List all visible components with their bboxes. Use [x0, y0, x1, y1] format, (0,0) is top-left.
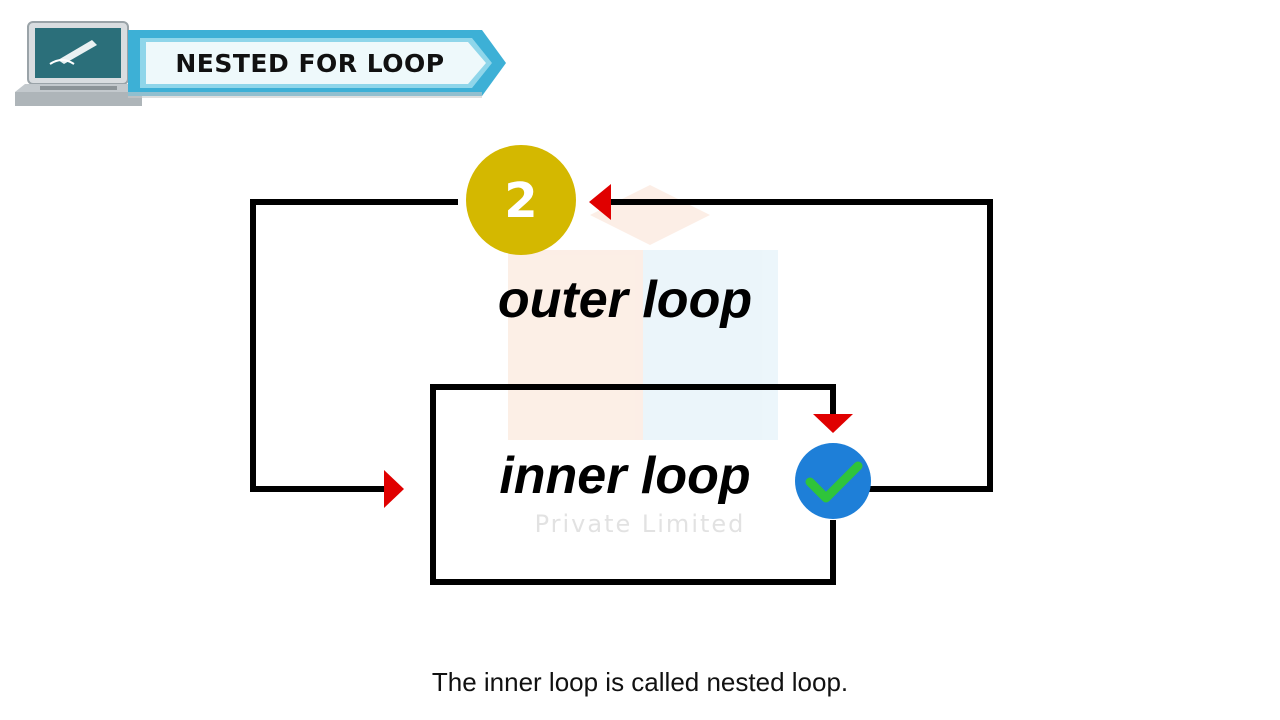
check-mark	[805, 461, 863, 503]
watermark-book-left	[508, 250, 643, 440]
check-circle	[795, 443, 871, 519]
pencil-icon	[58, 40, 97, 64]
watermark-subtitle: Private Limited	[534, 510, 746, 538]
inner-loop-box	[430, 384, 836, 585]
check-icon	[795, 443, 871, 519]
page-title: NESTED FOR LOOP	[175, 48, 445, 78]
title-banner	[128, 30, 506, 98]
laptop-icon	[15, 21, 142, 106]
watermark-logo	[508, 185, 778, 440]
inner-loop-label: inner loop	[499, 447, 751, 505]
outer-loop-right-line	[605, 199, 993, 492]
watermark-book-right	[643, 250, 778, 440]
outer-loop-label: outer loop	[497, 271, 753, 329]
banner-shadow	[128, 92, 482, 98]
laptop-keyboard	[40, 86, 117, 90]
outer-loop-left-line	[250, 199, 458, 492]
counter-value: 2	[504, 173, 538, 229]
caption-text: The inner loop is called nested loop.	[431, 667, 849, 697]
banner-inner	[146, 42, 486, 84]
arrow-to-counter-icon	[589, 184, 611, 220]
laptop-base	[15, 92, 142, 106]
arrow-down-check-icon	[813, 414, 853, 433]
counter-circle	[466, 145, 576, 255]
arrow-into-inner-icon	[384, 470, 404, 508]
scribble-icon	[49, 59, 75, 65]
